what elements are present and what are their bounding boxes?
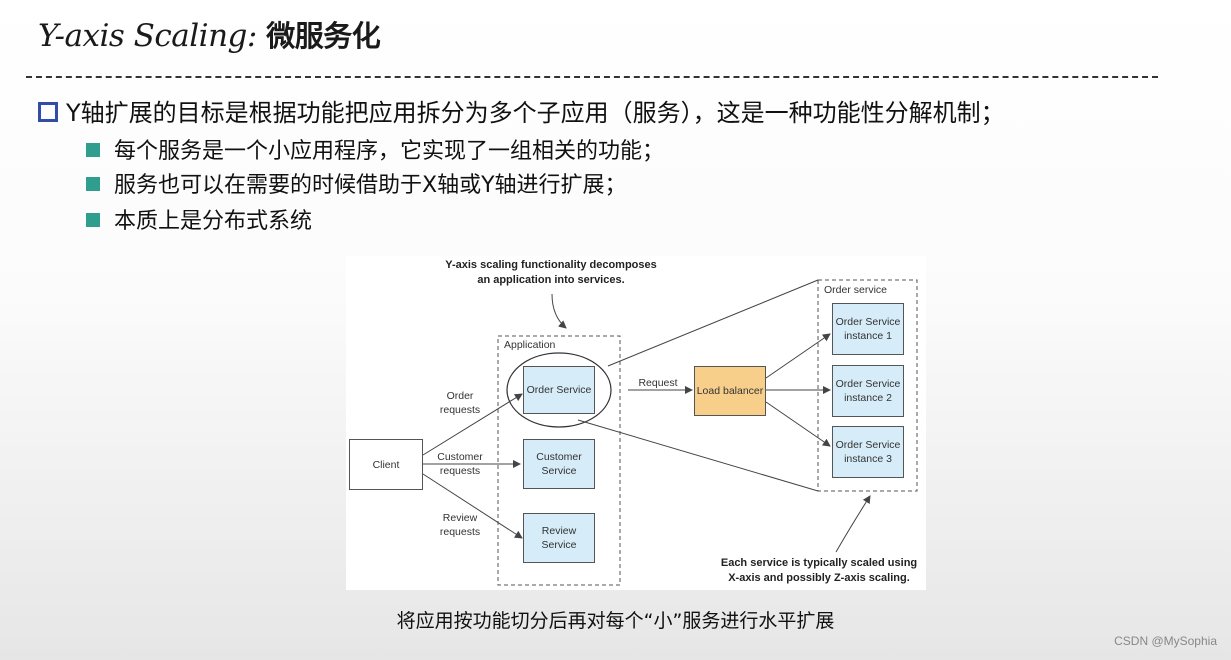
figure-caption: 将应用按功能切分后再对每个“小”服务进行水平扩展 [396,610,835,632]
application-label: Application [504,339,556,351]
zoom-line-top [607,279,819,367]
watermark: CSDN @MySophia [1114,634,1217,648]
client-box: Client [349,439,423,490]
y-axis-scaling-diagram: Y-axis scaling functionality decomposes … [346,256,926,590]
order-service-highlight-ellipse [506,352,612,428]
arrow-client-review [422,473,523,539]
main-bullet-text: Y轴扩展的目标是根据功能把应用拆分为多个子应用（服务），这是一种功能性分解机制； [66,99,1005,127]
square-bullet-icon [86,177,100,191]
order-service-box: Order Service [523,366,595,414]
review-service-box: Review Service [523,513,595,563]
order-service-group-label: Order service [824,284,888,296]
customer-requests-label: Customer requests [437,451,483,477]
order-requests-label: Order requests [439,390,481,416]
load-balancer-box: Load balancer [694,366,766,416]
callout-bottom: Each service is typically scaled using X… [720,557,918,584]
order-instance-1-box: Order Service instance 1 [832,303,904,355]
sub-bullet: 本质上是分布式系统 [86,207,312,237]
slide-title: Y-axis Scaling: 微服务化 [38,14,381,58]
main-bullet: Y轴扩展的目标是根据功能把应用拆分为多个子应用（服务），这是一种功能性分解机制； [38,97,1005,129]
request-label: Request [638,377,678,389]
hollow-square-bullet-icon [38,102,58,122]
title-divider [26,76,1158,78]
zoom-line-bottom [577,419,819,492]
order-instance-2-box: Order Service instance 2 [832,365,904,417]
callout-top: Y-axis scaling functionality decomposes … [445,259,657,286]
arrow-client-order [422,393,523,456]
diagram-connectors [422,279,918,586]
arrow-lb-instance-1 [765,333,831,379]
application-container [497,335,621,586]
title-english: Y-axis Scaling: [38,18,257,54]
sub-bullet: 服务也可以在需要的时候借助于X轴或Y轴进行扩展； [86,171,627,201]
review-requests-label: Review requests [439,512,481,538]
square-bullet-icon [86,213,100,227]
sub-bullet-text: 本质上是分布式系统 [114,209,313,234]
sub-bullet: 每个服务是一个小应用程序，它实现了一组相关的功能； [86,137,664,167]
order-service-container [817,279,918,492]
arrow-lb-instance-3 [765,401,831,447]
callout-top-pointer [551,293,567,329]
order-instance-3-box: Order Service instance 3 [832,426,904,478]
callout-bottom-pointer [835,495,871,553]
customer-service-box: Customer Service [523,439,595,489]
title-chinese: 微服务化 [266,19,381,53]
square-bullet-icon [86,143,100,157]
sub-bullet-text: 服务也可以在需要的时候借助于X轴或Y轴进行扩展； [114,173,627,198]
sub-bullet-text: 每个服务是一个小应用程序，它实现了一组相关的功能； [114,139,665,164]
